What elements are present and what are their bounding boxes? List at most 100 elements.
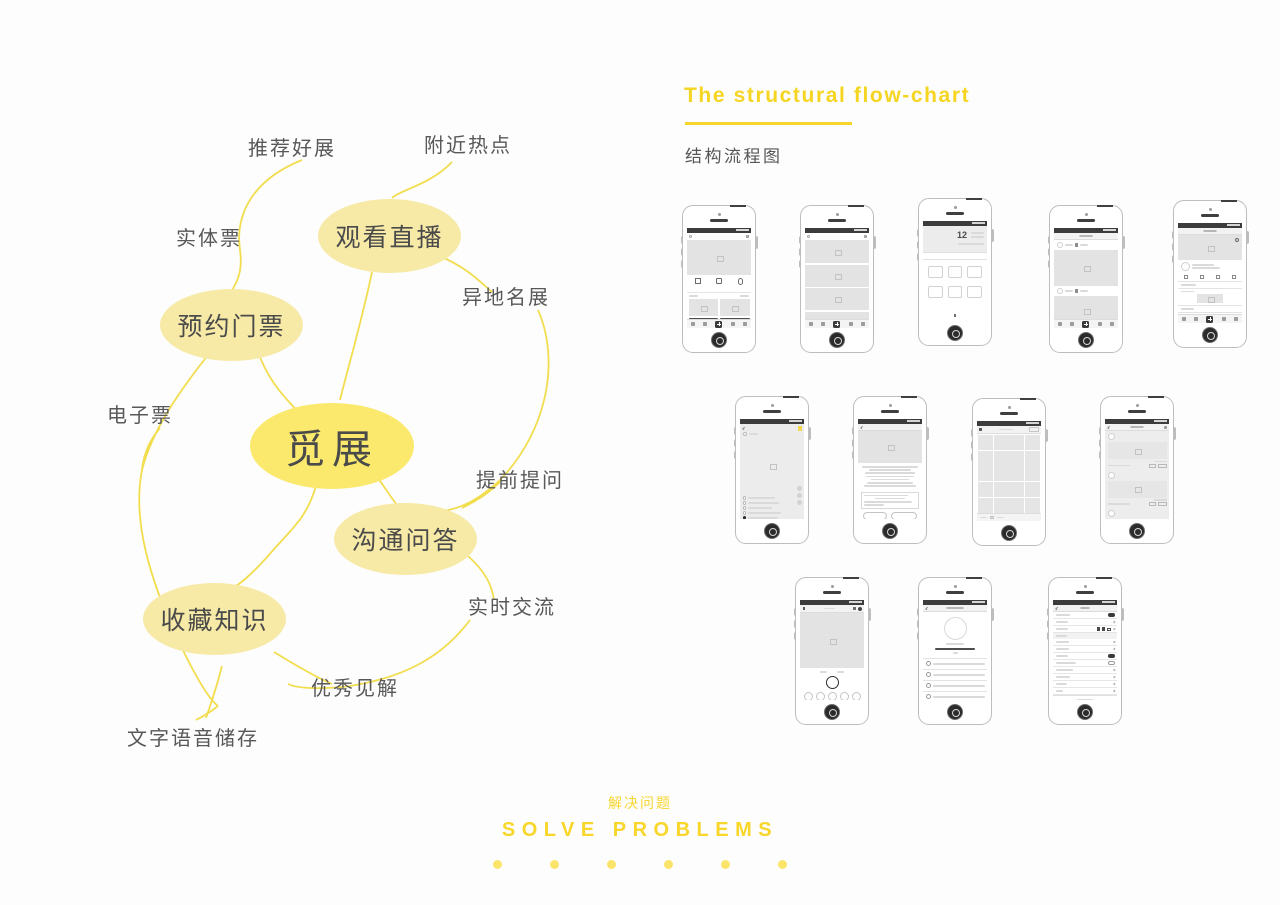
search-row[interactable] bbox=[805, 233, 869, 241]
search-icon[interactable] bbox=[689, 235, 692, 238]
photo-cell[interactable] bbox=[993, 482, 1009, 498]
screen-camera[interactable] bbox=[800, 600, 864, 700]
bottom-tab-bar[interactable] bbox=[1178, 314, 1242, 323]
home-button[interactable] bbox=[1077, 704, 1093, 720]
avatar[interactable] bbox=[1056, 288, 1063, 294]
home-button[interactable] bbox=[1202, 327, 1218, 343]
list-item[interactable] bbox=[805, 241, 869, 263]
home-button[interactable] bbox=[1001, 525, 1017, 541]
quick-action-live[interactable] bbox=[716, 278, 723, 284]
app-tile[interactable] bbox=[967, 266, 982, 278]
shutter-button[interactable] bbox=[825, 675, 839, 689]
logout-button[interactable] bbox=[1053, 695, 1117, 700]
screen-photo-picker[interactable] bbox=[977, 421, 1041, 521]
bottom-tab-bar[interactable] bbox=[687, 319, 751, 328]
node-communicate[interactable]: 沟通问答 bbox=[334, 503, 477, 575]
toggle-switch[interactable] bbox=[1107, 654, 1115, 658]
toggle-switch[interactable] bbox=[1107, 661, 1115, 665]
phone-home[interactable] bbox=[680, 204, 758, 353]
tab-add-icon[interactable] bbox=[1206, 315, 1214, 323]
filter-option[interactable] bbox=[851, 691, 861, 700]
photo-cell[interactable] bbox=[1009, 466, 1025, 482]
message-actions[interactable] bbox=[1148, 502, 1167, 507]
settings-row[interactable] bbox=[1053, 619, 1117, 626]
phone-camera[interactable] bbox=[793, 576, 871, 725]
settings-row[interactable] bbox=[1053, 681, 1117, 688]
reply-icon[interactable] bbox=[1157, 463, 1167, 468]
home-button[interactable] bbox=[1129, 523, 1145, 539]
post-image[interactable] bbox=[1054, 250, 1118, 285]
photo-cell[interactable] bbox=[1025, 450, 1041, 466]
menu-icon[interactable] bbox=[746, 235, 749, 238]
photo-cell[interactable] bbox=[1025, 498, 1041, 514]
tab-home-icon[interactable] bbox=[1058, 322, 1062, 326]
settings-row[interactable] bbox=[1053, 660, 1117, 667]
flash-icon[interactable] bbox=[852, 606, 856, 611]
tab-home-icon[interactable] bbox=[691, 322, 695, 326]
avatar[interactable] bbox=[742, 432, 747, 436]
share-action-icon[interactable] bbox=[796, 500, 802, 505]
phone-messages[interactable] bbox=[1098, 395, 1176, 544]
tab-home-icon[interactable] bbox=[809, 322, 813, 326]
like-icon[interactable] bbox=[1148, 463, 1156, 468]
node-book-ticket[interactable]: 预约门票 bbox=[160, 289, 303, 361]
like-icon[interactable] bbox=[1184, 275, 1188, 279]
camera-viewfinder[interactable] bbox=[800, 613, 864, 668]
phone-article[interactable] bbox=[851, 395, 929, 544]
buy-ticket-button[interactable] bbox=[891, 511, 917, 519]
home-button[interactable] bbox=[882, 523, 898, 539]
card-grid[interactable] bbox=[687, 299, 751, 316]
preview-label[interactable] bbox=[996, 516, 1004, 519]
avatar[interactable] bbox=[943, 617, 967, 640]
settings-row[interactable] bbox=[1053, 688, 1117, 695]
message-item[interactable] bbox=[1105, 431, 1169, 470]
action-row[interactable] bbox=[1178, 273, 1242, 282]
photo-cell[interactable] bbox=[1009, 434, 1025, 450]
settings-row[interactable] bbox=[1053, 646, 1117, 653]
menu-item[interactable] bbox=[923, 679, 987, 691]
like-action-icon[interactable] bbox=[796, 486, 802, 491]
more-icon[interactable] bbox=[1163, 426, 1167, 429]
album-label[interactable] bbox=[980, 516, 987, 519]
tab-add-icon[interactable] bbox=[715, 320, 723, 328]
settings-row[interactable] bbox=[1053, 667, 1117, 674]
tab-profile-icon[interactable] bbox=[1234, 317, 1238, 321]
share-icon[interactable] bbox=[1216, 275, 1220, 279]
section-thumb[interactable] bbox=[1197, 294, 1223, 304]
screen-calendar[interactable]: 12 bbox=[923, 221, 987, 321]
photo-cell[interactable] bbox=[977, 450, 993, 466]
search-field[interactable] bbox=[923, 252, 987, 260]
settings-row[interactable] bbox=[1053, 639, 1117, 646]
settings-row[interactable] bbox=[1053, 674, 1117, 681]
app-tile[interactable] bbox=[947, 286, 963, 298]
settings-row[interactable] bbox=[1053, 612, 1117, 619]
phone-calendar[interactable]: 12 bbox=[916, 197, 994, 346]
screen-live[interactable] bbox=[740, 419, 804, 519]
menu-item[interactable] bbox=[923, 690, 987, 700]
tab-message-icon[interactable] bbox=[1222, 317, 1226, 321]
avatar[interactable] bbox=[1107, 471, 1115, 479]
close-icon[interactable] bbox=[979, 428, 982, 431]
filter-option[interactable] bbox=[803, 691, 813, 700]
comment-action-icon[interactable] bbox=[796, 493, 802, 498]
photo-cell[interactable] bbox=[1025, 466, 1041, 482]
tab-message-icon[interactable] bbox=[731, 322, 735, 326]
gift-icon[interactable] bbox=[797, 425, 802, 431]
favorite-button[interactable] bbox=[863, 511, 887, 519]
list-item[interactable] bbox=[805, 288, 869, 310]
photo-cell[interactable] bbox=[1025, 434, 1041, 450]
app-tile[interactable] bbox=[947, 266, 963, 278]
screen-profile[interactable] bbox=[923, 600, 987, 700]
app-grid[interactable] bbox=[923, 260, 987, 304]
app-tile[interactable] bbox=[928, 286, 943, 298]
node-watch-live[interactable]: 观看直播 bbox=[318, 199, 461, 273]
like-icon[interactable] bbox=[1148, 502, 1156, 507]
bottom-tab-bar[interactable] bbox=[805, 319, 869, 328]
filter-option[interactable] bbox=[815, 691, 825, 700]
message-image[interactable] bbox=[1107, 442, 1167, 459]
quick-action-row[interactable] bbox=[687, 275, 751, 293]
screen-article[interactable] bbox=[858, 419, 922, 519]
screen-list[interactable] bbox=[805, 228, 869, 328]
photo-cell[interactable] bbox=[993, 466, 1009, 482]
filter-strip[interactable] bbox=[800, 689, 864, 700]
